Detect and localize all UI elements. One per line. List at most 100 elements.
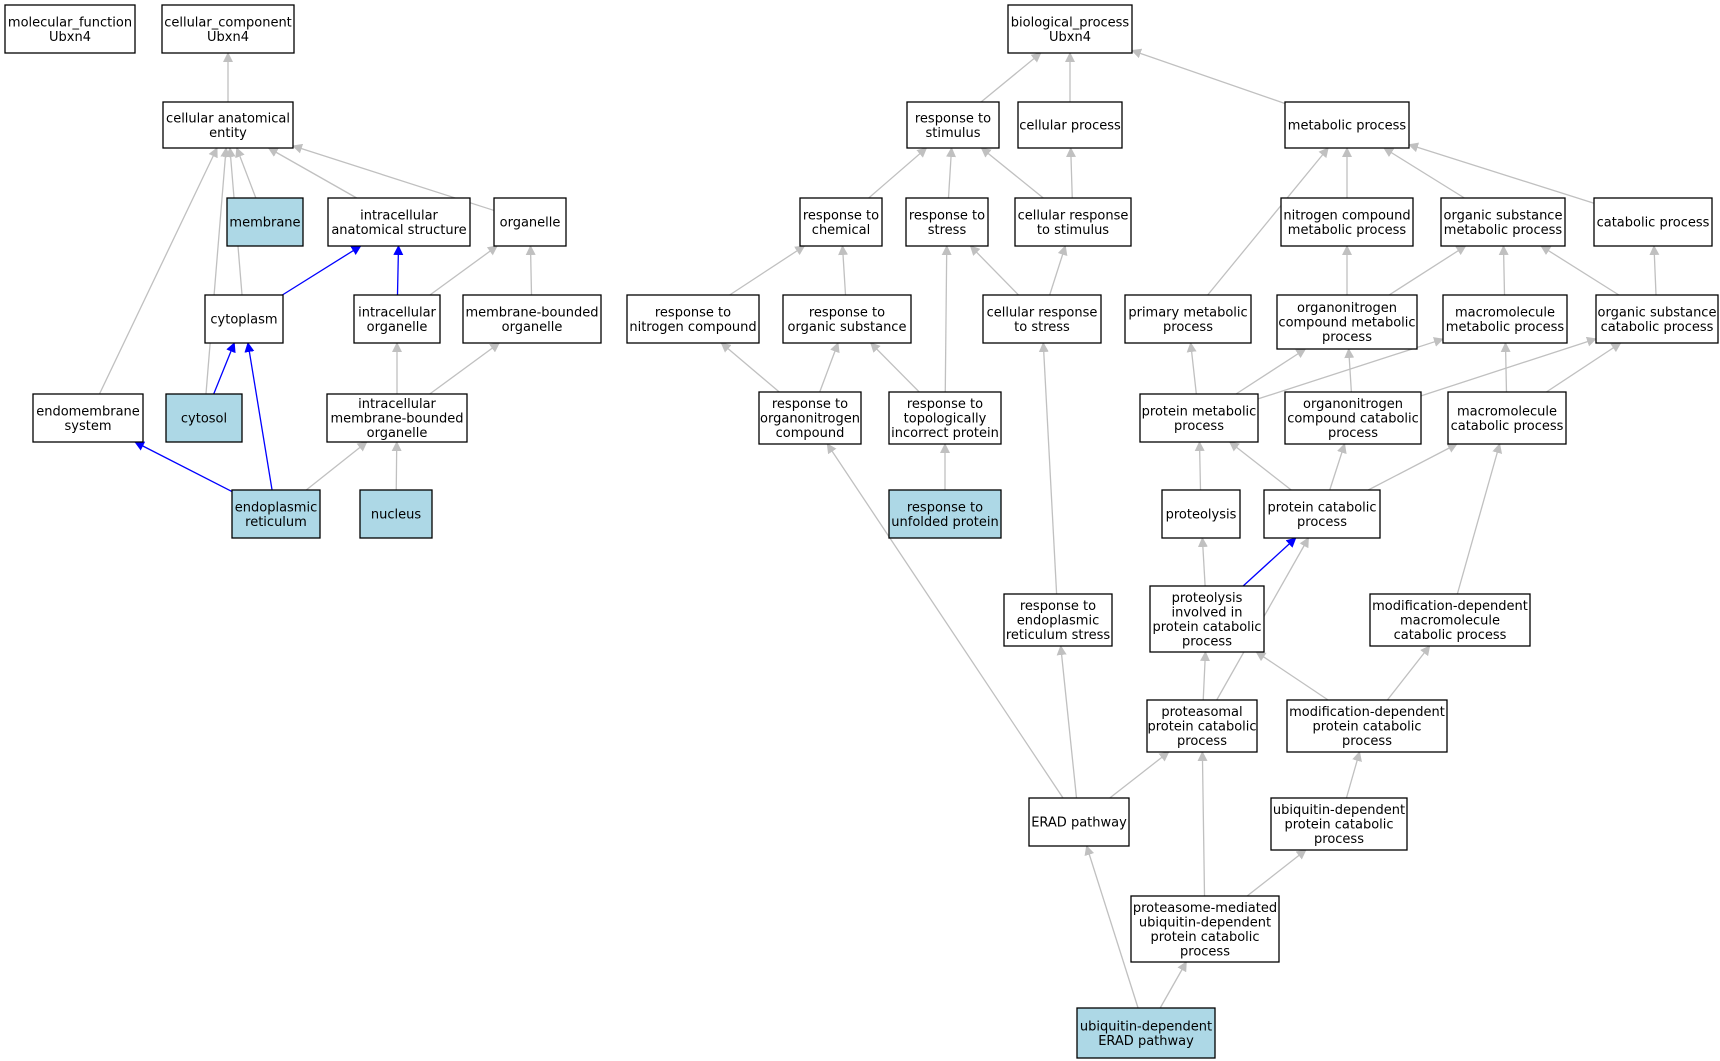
edge-line <box>1246 849 1307 897</box>
edge-proteolysis-to-protmp <box>1194 441 1205 491</box>
node-box <box>1146 699 1258 753</box>
go-term-node-proteolysis[interactable]: proteolysis <box>1161 489 1241 539</box>
edge-ppcp-to-pipcp <box>1200 651 1211 701</box>
node-label-line: Ubxn4 <box>1049 30 1091 45</box>
edge-line <box>729 245 806 296</box>
go-term-node-mp[interactable]: metabolic process <box>1284 101 1410 149</box>
node-box <box>1263 489 1381 539</box>
go-term-node-nucleus[interactable]: nucleus <box>359 489 433 539</box>
node-label-line: protein catabolic <box>1150 930 1259 945</box>
go-term-node-cytosol[interactable]: cytosol <box>165 393 243 443</box>
node-label-line: stimulus <box>925 126 980 141</box>
node-label-line: intracellular <box>360 208 438 223</box>
node-label-line: metabolic process <box>1444 223 1563 238</box>
node-label-line: organonitrogen <box>760 412 860 427</box>
node-box <box>226 197 304 247</box>
node-label-line: organelle <box>367 426 428 441</box>
node-label-line: primary metabolic <box>1128 305 1247 320</box>
edge-line <box>819 342 840 393</box>
edge-line <box>1228 441 1292 491</box>
edge-protmp-to-pmp <box>1186 342 1197 395</box>
go-term-node-membrane[interactable]: membrane <box>226 197 304 247</box>
node-label-line: ERAD pathway <box>1031 816 1127 831</box>
go-term-node-cytoplasm[interactable]: cytoplasm <box>204 294 284 344</box>
edge-er-to-cytoplasm <box>244 342 273 491</box>
edge-rttip-to-rtos <box>870 342 920 393</box>
edge-line <box>205 147 231 395</box>
edge-mbo-to-organelle <box>525 245 536 296</box>
go-term-node-erad[interactable]: ERAD pathway <box>1028 797 1130 847</box>
go-term-node-mdmcp[interactable]: modification-dependentmacromoleculecatab… <box>1369 593 1531 647</box>
node-box <box>1003 593 1113 647</box>
edge-line <box>305 441 368 491</box>
go-term-node-pmudpcp[interactable]: proteasome-mediatedubiquitin-dependentpr… <box>1130 895 1280 963</box>
edge-uderad-to-erad <box>1084 845 1139 1009</box>
node-box <box>353 294 441 344</box>
edge-line <box>1500 342 1511 393</box>
edge-line <box>1049 245 1068 296</box>
edge-line <box>1386 645 1431 701</box>
node-label-line: ERAD pathway <box>1098 1034 1194 1049</box>
edge-line <box>980 52 1042 103</box>
node-label-line: reticulum <box>245 515 307 530</box>
node-label-line: organonitrogen <box>1303 397 1403 412</box>
node-label-line: nucleus <box>371 508 421 523</box>
edge-mp-to-bp <box>1131 48 1286 105</box>
node-label-line: organelle <box>502 320 563 335</box>
go-term-node-organelle[interactable]: organelle <box>493 197 567 247</box>
node-box <box>1028 797 1130 847</box>
node-label-line: organonitrogen <box>1297 301 1397 316</box>
go-term-node-catp[interactable]: catabolic process <box>1593 197 1713 247</box>
node-label-line: entity <box>209 126 247 141</box>
go-term-node-cp[interactable]: cellular process <box>1017 101 1123 149</box>
edge-line <box>1498 245 1509 296</box>
edge-oscp-to-catp <box>1649 245 1660 296</box>
node-label-line: incorrect protein <box>891 426 999 441</box>
edge-rters-to-crtstress <box>1038 342 1058 595</box>
node-label-line: cellular response <box>1018 208 1129 223</box>
edge-line <box>1408 142 1595 204</box>
edge-rtonc-to-rtnc <box>720 342 780 393</box>
node-label-line: molecular_function <box>8 15 132 30</box>
edge-line <box>1200 651 1211 701</box>
node-box <box>1130 895 1280 963</box>
edge-pcp-to-onccp <box>1329 443 1347 491</box>
node-label-line: intracellular <box>358 305 436 320</box>
